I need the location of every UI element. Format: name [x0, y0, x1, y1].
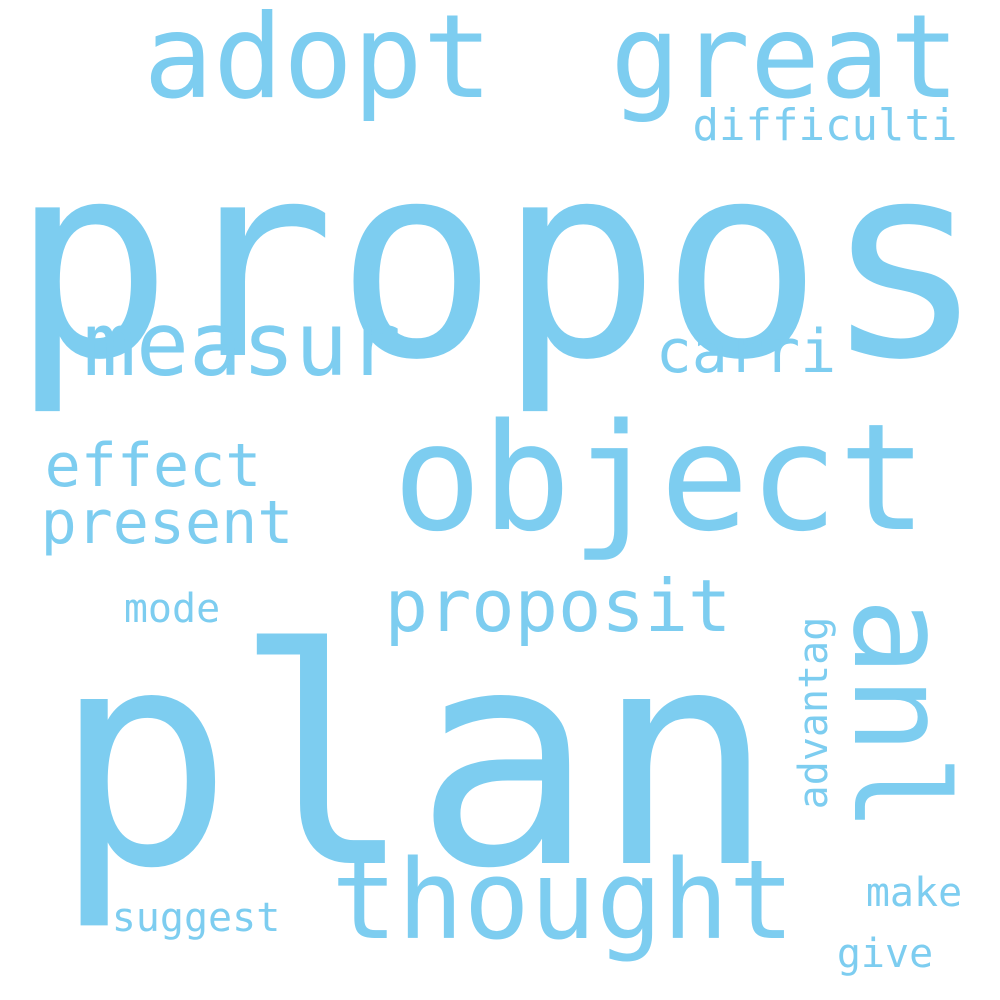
- word-anl: anl: [824, 597, 976, 833]
- word-measur: measur: [83, 293, 401, 396]
- word-thought: thought: [331, 836, 795, 964]
- word-adopt: adopt: [143, 0, 493, 125]
- word-great: great: [610, 0, 960, 125]
- word-mode: mode: [123, 586, 221, 632]
- word-proposit: proposit: [384, 564, 732, 648]
- word-plan: plan: [52, 585, 776, 934]
- word-present: present: [40, 488, 294, 558]
- word-carri: carri: [655, 317, 837, 387]
- word-effect: effect: [44, 431, 262, 501]
- word-suggest: suggest: [111, 895, 281, 941]
- word-difficulti: difficulti: [692, 100, 958, 151]
- word-give: give: [836, 931, 934, 977]
- word-propos: propos: [10, 104, 986, 419]
- word-object: object: [392, 392, 928, 564]
- word-make: make: [865, 870, 963, 916]
